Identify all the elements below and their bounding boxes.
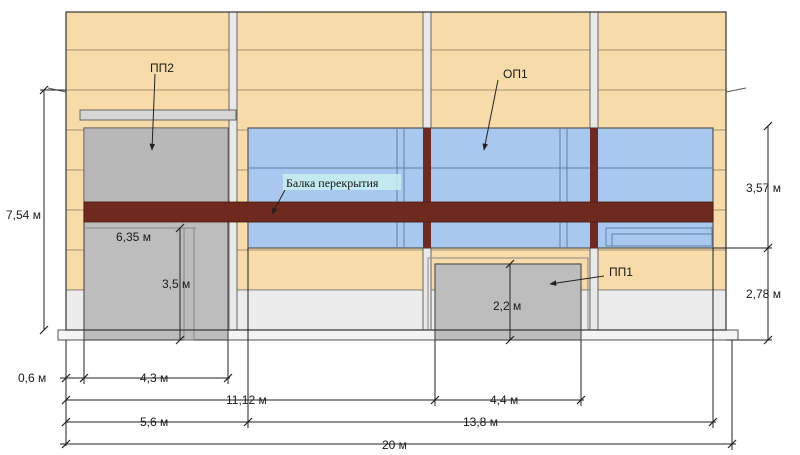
dim-height-upper: 3,57 м [746,181,781,195]
label-beam: Балка перекрытия [286,176,379,190]
roof-edge-right [725,87,747,93]
label-pp1: ПП1 [609,265,633,279]
dim-gate-left-height: 3,5 м [162,277,190,291]
leader-pp1 [549,275,605,286]
canopy [79,109,237,121]
dim-segment-right: 13,8 м [463,415,498,429]
floor-beam [83,201,714,223]
leader-pp2 [149,73,156,151]
dim-gate-right-height: 2,2 м [493,299,521,313]
dim-offset-left: 0,6 м [18,371,46,385]
gate-pp1 [434,263,582,341]
dim-span-11: 11,12 м [226,393,267,407]
leader-op1 [482,79,499,151]
label-op1: ОП1 [503,67,528,81]
dim-height-total: 7,54 м [6,208,41,222]
dim-span-inner: 6,35 м [116,230,151,244]
dim-gate-right-width: 4,4 м [490,393,518,407]
dim-gate-left-width: 4,3 м [140,371,168,385]
dim-height-lower: 2,78 м [746,287,781,301]
leader-beam [271,189,286,215]
gate-pp2-upper-panel [83,127,229,203]
label-pp2: ПП2 [150,61,174,75]
dim-total-width: 20 м [382,438,407,452]
beam-label-bg [283,174,401,190]
glazing-posts [423,128,598,248]
dim-segment-left: 5,6 м [140,415,168,429]
